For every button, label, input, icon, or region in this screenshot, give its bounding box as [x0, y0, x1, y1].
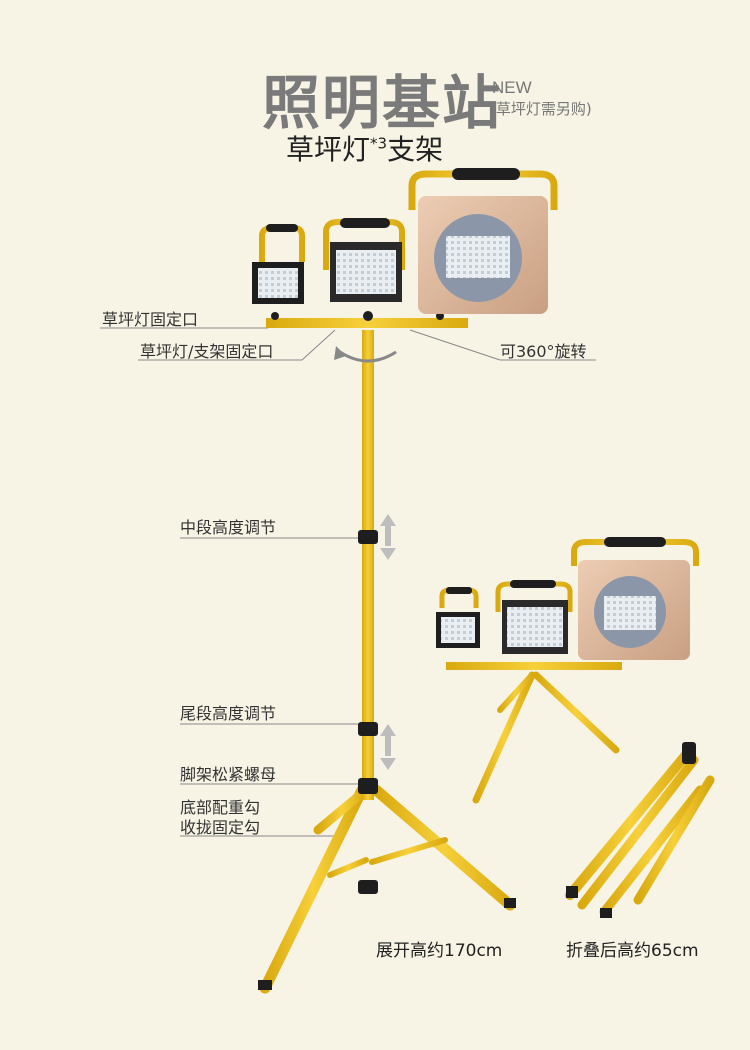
folded-stand [565, 745, 715, 917]
label-mid-height: 中段高度调节 [180, 518, 277, 537]
label-tail-height: 尾段高度调节 [180, 704, 277, 723]
leader-lines [100, 327, 596, 837]
subtitle-tail: 支架 [387, 133, 444, 166]
rotate-arrow-icon [339, 350, 397, 363]
subtitle-multiplier: *3 [370, 134, 388, 153]
label-tripod-nut: 脚架松紧螺母 [180, 765, 277, 784]
label-rotate: 可360°旋转 [500, 342, 587, 361]
height-adjust-arrow-icon [380, 514, 396, 770]
page-title: 照明基站 [262, 69, 503, 137]
subtitle: 草坪灯*3支架 [286, 128, 443, 168]
caption-expanded-height: 展开高约170cm [376, 941, 503, 961]
label-lamp-stand-mount: 草坪灯/支架固定口 [140, 342, 274, 361]
new-tag: NEW [492, 78, 532, 97]
caption-folded-height: 折叠后高约65cm [566, 941, 699, 961]
label-hook-line2: 收拢固定勾 [180, 818, 261, 837]
label-hook-line1: 底部配重勾 [180, 798, 261, 817]
compact-stand [436, 537, 699, 804]
expanded-stand [100, 168, 596, 994]
purchase-note: (草坪灯需另购) [490, 100, 592, 118]
label-lamp-mount: 草坪灯固定口 [102, 310, 199, 329]
subtitle-main: 草坪灯 [286, 133, 371, 166]
